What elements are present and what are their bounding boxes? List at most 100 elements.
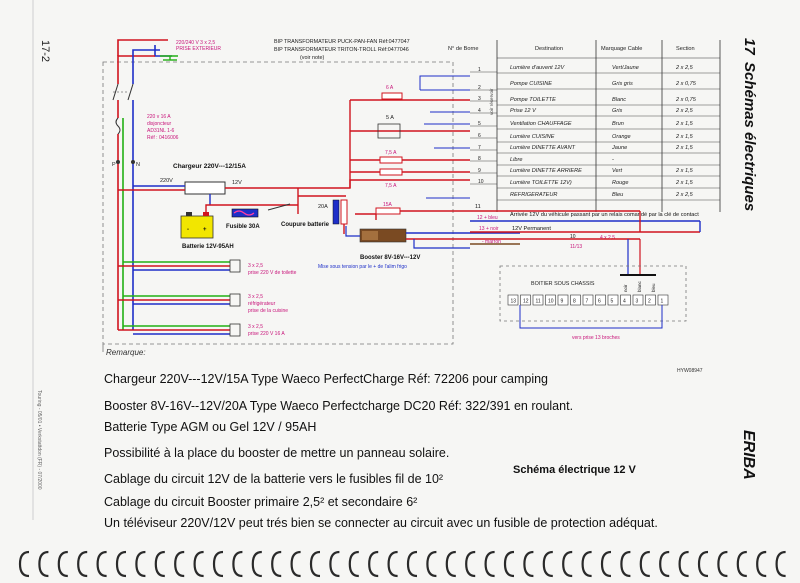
row-destination: Lumière d'auvent 12V — [510, 65, 566, 71]
row-marking: Bleu — [612, 192, 623, 198]
row-marking: Blanc — [612, 97, 626, 103]
chassis-terminal-number: 6 — [598, 299, 601, 305]
chassis-terminal-number: 4 — [623, 299, 626, 305]
mains-label-1: 220/240 V 3 x 2,5 — [176, 40, 215, 46]
chassis-terminal-number: 11 — [536, 299, 541, 305]
binding-ring — [426, 550, 437, 578]
breaker-label-3: AD31NL 1-6 — [147, 128, 175, 134]
cabinet-outline — [102, 61, 454, 345]
binding-ring — [523, 550, 534, 578]
binding-ring — [18, 550, 30, 578]
row-marking: Vert/Jaune — [612, 65, 639, 71]
fuse-6a-label: 6 A — [386, 85, 394, 91]
n10-label: 10 — [570, 234, 576, 240]
battery-label: Batterie 12V-95AH — [182, 244, 234, 250]
terminal-number: 9 — [478, 168, 481, 174]
binding-ring — [290, 550, 301, 578]
binding-ring — [736, 550, 747, 578]
chassis-terminal — [507, 294, 519, 306]
binding-ring — [212, 550, 224, 578]
row-section: 2 x 2,5 — [675, 65, 694, 71]
chassis-wire-label: blanc — [637, 280, 642, 292]
binding-ring — [38, 550, 49, 578]
row-section: 2 x 2,5 — [675, 192, 694, 198]
wire-12-label: 12 + bleu — [477, 215, 498, 221]
binding-ring — [368, 550, 379, 578]
binding-ring — [154, 550, 165, 578]
fuse-5a-icon — [377, 123, 401, 139]
outlet-2-section: 3 x 2,5 — [248, 294, 263, 300]
remark-label: Remarque: — [106, 348, 146, 357]
row-marking: Jaune — [611, 145, 627, 151]
fuse-7a5-1-icon — [379, 156, 403, 164]
binding-ring — [135, 550, 146, 578]
chassis-terminal — [657, 294, 669, 306]
charger-box — [184, 181, 226, 195]
chassis-terminal — [595, 294, 606, 306]
binding-ring — [465, 550, 476, 578]
binding-ring — [484, 550, 495, 578]
binding-ring — [406, 550, 418, 578]
row-destination: Lumière CUISINE — [510, 134, 555, 140]
booster-label: Booster 8V-16V---12V — [360, 255, 420, 261]
outlet-2-label-1: réfrigérateur — [248, 301, 276, 307]
note-tv: Un téléviseur 220V/12V peut trés bien se… — [104, 516, 658, 530]
terminal-number: 4 — [478, 108, 481, 114]
col-header-destination: Destination — [535, 46, 563, 52]
voir-label: voir réservoir — [489, 88, 494, 115]
outlet-3-icon — [229, 323, 241, 337]
binding-ring — [717, 550, 728, 578]
binding-ring — [271, 550, 282, 578]
chassis-terminal — [582, 294, 594, 306]
terminal-number: 7 — [478, 145, 481, 151]
binding-ring — [562, 550, 573, 578]
breaker-label-1: 220 v 16 A — [147, 114, 171, 120]
terminal-table: N° de Borne Destination Marquage Cable S… — [448, 40, 721, 212]
row-marking: Vert — [612, 168, 622, 174]
binding-ring — [77, 550, 88, 578]
row-destination: Lumière DINETTE ARRIERE — [510, 168, 582, 174]
booster-note: Mise sous tension par le + de l'alim fri… — [318, 264, 407, 270]
row-destination: REFRIGERATEUR — [510, 192, 557, 198]
row-marking: Gris gris — [612, 81, 633, 87]
row-destination: Libre — [510, 157, 522, 163]
binding-ring — [387, 550, 398, 578]
terminal-number: 8 — [478, 156, 481, 162]
breaker-coil-icon — [115, 117, 121, 135]
earth-symbol — [160, 55, 178, 61]
row-section: 2 x 1,5 — [675, 121, 694, 127]
chassis-terminal-number: 12 — [523, 299, 529, 305]
wire-marron-label: - marron — [482, 239, 501, 245]
chassis-terminal-number: 1 — [661, 299, 664, 305]
terminal-number: 6 — [478, 133, 481, 139]
svg-text:-: - — [187, 227, 189, 233]
charger-input-label: 220V — [160, 178, 173, 184]
outlet-1-icon — [229, 259, 241, 273]
chassis-terminal-number: 3 — [636, 299, 639, 305]
binding-ring — [309, 550, 321, 578]
binding-ring — [639, 550, 650, 578]
binding-ring — [659, 550, 670, 578]
outlet-2-icon — [229, 293, 241, 307]
chassis-wire-label: bleu — [651, 283, 656, 292]
chapter-number: 17 — [741, 38, 758, 55]
row-destination: Pompe TOILETTE — [510, 97, 556, 103]
binding-ring — [193, 550, 204, 578]
breaker-label-2: disjoncteur — [147, 121, 172, 127]
binding-ring — [329, 550, 340, 578]
row-destination: Prise 12 V — [510, 108, 537, 114]
binding-ring — [503, 550, 515, 578]
terminal-number: 1 — [478, 67, 481, 73]
chassis-terminal — [520, 294, 531, 306]
binding-ring — [697, 550, 709, 578]
main-fuse-label: Fusible 30A — [226, 224, 260, 230]
note-charger: Chargeur 220V---12V/15A Type Waeco Perfe… — [104, 372, 549, 386]
outlet-3-label: prise 220 V 16 A — [248, 331, 285, 337]
header-line-3: (voir note) — [300, 55, 324, 61]
col-header-terminal: N° de Borne — [448, 46, 479, 52]
row-marking: Brun — [612, 121, 624, 127]
chassis-terminal-number: 5 — [611, 299, 614, 305]
